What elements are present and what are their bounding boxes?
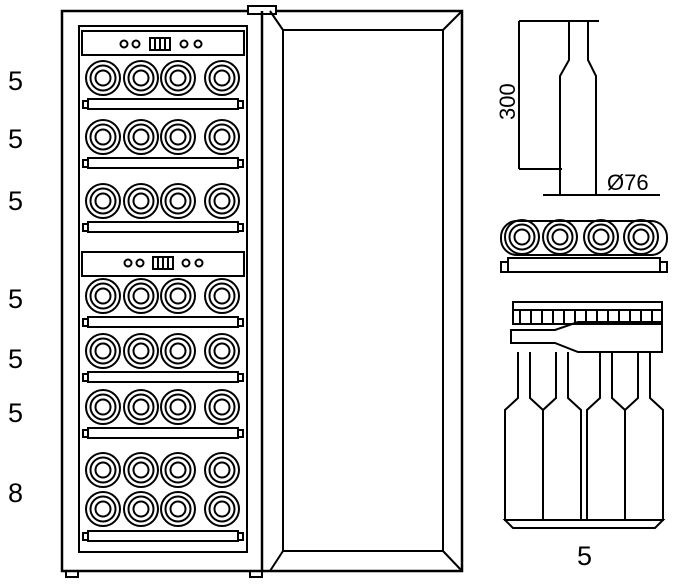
shelf-bar (82, 427, 244, 439)
shelf-bar (82, 157, 244, 169)
bottle-end (204, 119, 240, 155)
bottle-end (123, 389, 159, 425)
bottle-end (504, 219, 540, 255)
bottle-end (204, 452, 240, 488)
upright-bottle (624, 352, 664, 521)
bottle-profile-view (518, 20, 660, 196)
bottle-end (160, 333, 196, 369)
bottle-diameter-label: Ø76 (607, 170, 649, 195)
bottle-end (204, 389, 240, 425)
bottle-end (85, 60, 121, 96)
bottle-end (85, 119, 121, 155)
bottle-end (85, 183, 121, 219)
bottle-end (160, 491, 196, 527)
bottle-end (160, 452, 196, 488)
shelf-count-label: 5 (8, 284, 23, 314)
bottle-end (123, 278, 159, 314)
wine-shelf (82, 389, 244, 439)
shelf-bar (82, 316, 244, 328)
shelf-detail-view (500, 219, 668, 273)
labels-layer: 5 5 5 5 5 5 8 300 Ø76 5 (8, 66, 649, 571)
bottle-end (160, 183, 196, 219)
bottle-end (123, 491, 159, 527)
upright-bottle (586, 352, 626, 521)
bottle-end (623, 219, 659, 255)
wine-shelf (82, 452, 244, 542)
bottle-end (85, 389, 121, 425)
bottle-end (85, 278, 121, 314)
bottle-end (160, 389, 196, 425)
bottle-end (204, 333, 240, 369)
bottle-end (85, 333, 121, 369)
bottle-end (204, 183, 240, 219)
bottle-end (160, 119, 196, 155)
upright-bottle (542, 352, 582, 521)
bottle-end (123, 452, 159, 488)
shelf-count-label: 5 (8, 344, 23, 374)
shelf-bar (82, 371, 244, 383)
bottle-end (123, 333, 159, 369)
shelf-bar (82, 221, 244, 233)
wine-shelf (82, 183, 244, 233)
bottle-end (204, 278, 240, 314)
shelf-count-label: 8 (8, 478, 23, 508)
wine-shelf (82, 60, 244, 110)
shelf-count-label: 5 (8, 186, 23, 216)
side-view-count-label: 5 (577, 541, 592, 571)
bottle-end (583, 219, 619, 255)
wine-shelf (82, 278, 244, 328)
shelf-bar (82, 530, 244, 542)
bottle-end (160, 60, 196, 96)
bottle-end (204, 491, 240, 527)
bottle-end (85, 491, 121, 527)
bottle-end (123, 183, 159, 219)
shelf-bar (82, 98, 244, 110)
upright-bottle (504, 352, 544, 521)
wine-shelf (82, 333, 244, 383)
shelf-count-label: 5 (8, 398, 23, 428)
wine-shelf (82, 119, 244, 169)
bottle-end (204, 60, 240, 96)
bottle-end (542, 219, 578, 255)
bottle-height-label: 300 (495, 83, 520, 120)
bottle-end (123, 119, 159, 155)
shelf-count-label: 5 (8, 66, 23, 96)
bottle-end (85, 452, 121, 488)
bottle-end (160, 278, 196, 314)
fridge-front-view (60, 5, 464, 578)
bottle-end (123, 60, 159, 96)
shelf-count-label: 5 (8, 124, 23, 154)
side-view-bottles (502, 301, 666, 529)
